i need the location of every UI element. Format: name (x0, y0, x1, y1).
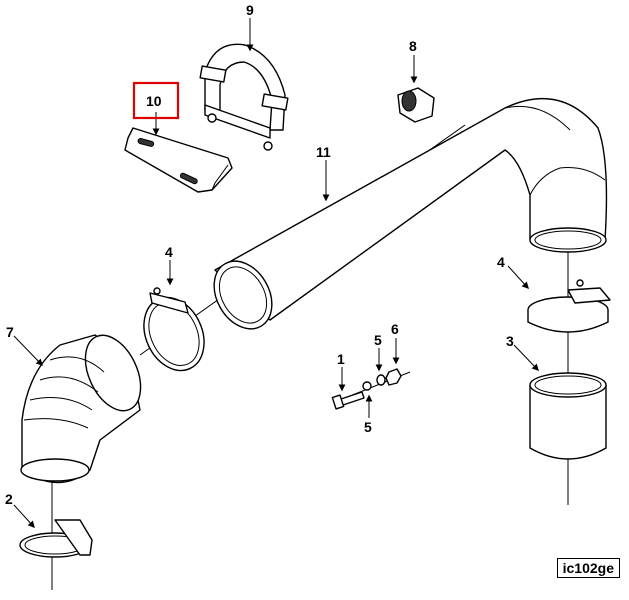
callout-2: 2 (5, 491, 13, 507)
callout-4-left: 4 (165, 244, 173, 260)
clamp-part-4-right (527, 279, 611, 333)
callout-arrows (13, 18, 539, 529)
clamp-part-2 (19, 519, 93, 558)
sleeve-part-3 (529, 372, 607, 460)
highlight-box (132, 81, 180, 120)
mount-part-7 (397, 87, 435, 123)
callout-5-top: 5 (374, 332, 382, 348)
callout-8: 9 (246, 2, 254, 18)
callout-11: 11 (316, 144, 331, 160)
callout-9: 7 (6, 324, 14, 340)
callout-7: 8 (409, 38, 417, 54)
elbow-part-9 (20, 334, 142, 484)
callout-10: 10 (146, 93, 162, 109)
callout-4-right: 4 (497, 254, 505, 270)
callout-3: 3 (506, 333, 514, 349)
callout-6: 6 (391, 321, 399, 337)
callout-1: 1 (337, 351, 345, 367)
clamp-part-4-left (143, 287, 205, 372)
figure-code: ic102ge (556, 558, 620, 578)
pipe-part-11 (213, 97, 608, 330)
bracket-part-10 (124, 127, 233, 193)
callout-labels: 9 8 10 11 4 4 7 3 6 5 1 5 2 (5, 2, 514, 507)
callout-5-bottom: 5 (364, 419, 372, 435)
u-bolt-clamp-part-8 (199, 43, 289, 151)
hardware-parts-1-5-6 (331, 368, 402, 410)
